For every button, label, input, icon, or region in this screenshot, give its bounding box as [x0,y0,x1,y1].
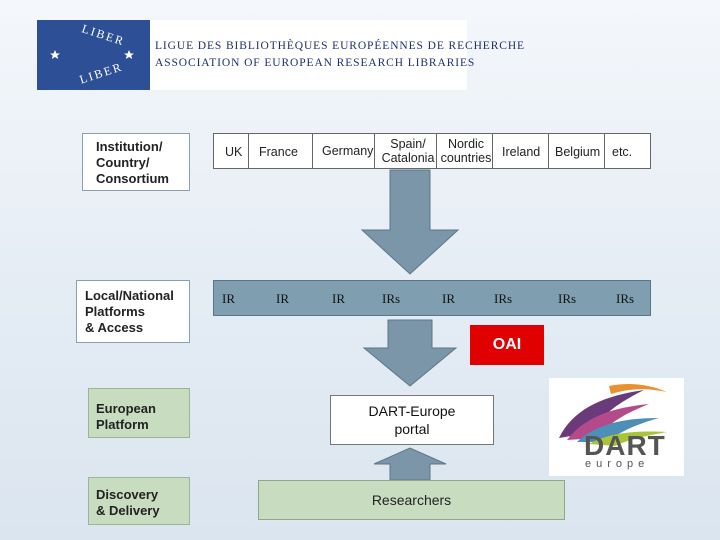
european-line-1: European [96,401,156,416]
liber-emblem: LIBER LIBER [37,20,150,90]
up-arrow-from-researchers [373,447,447,481]
country-nordic: Nordic countries [440,137,492,165]
institution-row-label: Institution/ Country/ Consortium [82,133,190,191]
dart-logo-europe: europe [585,458,650,470]
local-line-1: Local/National [85,288,174,303]
institution-line-2: Country/ [96,155,150,170]
repository-nordic: IR [442,291,455,306]
repository-belgium: IRs [558,291,577,306]
down-arrow-to-repositories [360,169,460,275]
european-line-2: Platform [96,417,149,432]
repository-etc: IRs [616,291,635,306]
european-platform-row-label: European Platform [88,388,190,438]
country-spain-catalonia: Spain/ Catalonia [381,137,435,165]
institution-line-3: Consortium [96,171,169,186]
repository-ireland: IRs [494,291,513,306]
local-line-2: Platforms [85,304,145,319]
dart-europe-logo: DART europe [549,378,684,476]
liber-star-ring-icon [50,50,134,59]
country-germany: Germany [322,144,374,158]
discovery-line-2: & Delivery [96,503,160,518]
country-strip: UK France Germany Spain/ Catalonia Nordi… [213,133,651,169]
repository-strip: IR IR IR IRs IR IRs IRs IRs [213,280,651,316]
country-france: France [259,145,298,159]
portal-line-2: portal [394,421,430,437]
repository-germany: IR [332,291,345,306]
researchers-box: Researchers [258,480,565,520]
country-uk: UK [225,145,243,159]
repository-france: IR [276,291,289,306]
liber-name-french: LIGUE DES BIBLIOTHÈQUES EUROPÉENNES DE R… [155,40,525,52]
portal-line-1: DART-Europe [368,403,456,419]
dart-europe-portal-box: DART-Europe portal [330,395,494,445]
dart-logo-word: DART [584,430,666,461]
repository-spain: IRs [382,291,401,306]
country-belgium: Belgium [555,145,601,159]
discovery-delivery-row-label: Discovery & Delivery [88,477,190,525]
repository-uk: IR [222,291,235,306]
country-etc: etc. [612,145,633,159]
liber-name-english: ASSOCIATION OF EUROPEAN RESEARCH LIBRARI… [155,57,476,69]
dart-swoosh-icon [559,384,667,446]
country-ireland: Ireland [502,145,541,159]
oai-badge: OAI [470,325,544,365]
local-line-3: & Access [85,320,144,335]
institution-line-1: Institution/ [96,139,163,154]
local-platforms-row-label: Local/National Platforms & Access [76,280,190,343]
discovery-line-1: Discovery [96,487,159,502]
down-arrow-to-portal [362,319,458,387]
